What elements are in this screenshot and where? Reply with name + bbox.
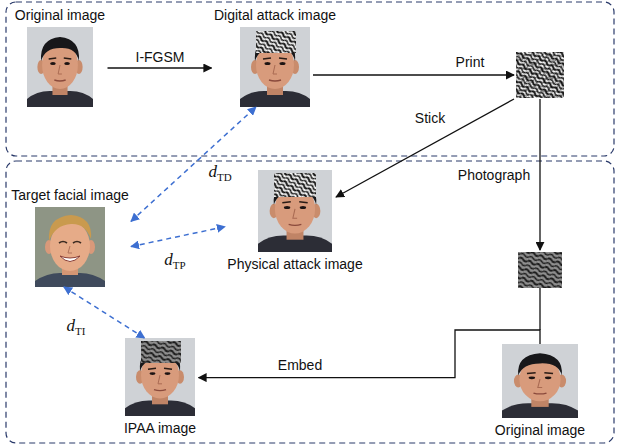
adversarial-patch	[274, 173, 316, 197]
image-slot	[13, 24, 108, 107]
distance-link	[131, 107, 256, 221]
edge-label: dTD	[206, 163, 233, 182]
image-node: Target facial image	[9, 186, 131, 287]
image-caption: Original image	[13, 6, 108, 24]
step-label: Print	[454, 53, 487, 71]
face-photo	[35, 207, 105, 287]
photographed-patch	[518, 252, 562, 288]
image-node: Physical attack image	[225, 170, 365, 273]
stage-frame	[6, 2, 614, 156]
image-slot	[225, 170, 365, 255]
face-photo	[240, 27, 310, 107]
image-caption: Physical attack image	[225, 255, 365, 273]
image-slot	[9, 204, 131, 287]
flow-arrow	[108, 67, 212, 68]
face-photo	[27, 27, 93, 107]
edge-label: dTP	[162, 251, 187, 270]
image-caption: IPAA image	[122, 419, 199, 437]
image-slot	[493, 344, 588, 421]
photograph-arrow	[539, 99, 540, 250]
image-caption: Target facial image	[9, 186, 131, 204]
image-caption: Original image	[493, 421, 588, 439]
step-label: Photograph	[456, 166, 532, 184]
distance-link	[64, 287, 145, 338]
image-caption: Digital attack image	[212, 6, 339, 24]
image-node: Original image	[493, 344, 588, 439]
image-slot	[122, 338, 199, 419]
image-slot	[212, 24, 339, 107]
face-photo	[258, 170, 332, 252]
distance-link	[131, 227, 225, 247]
face-photo	[502, 344, 578, 418]
printed-patch	[516, 52, 564, 98]
step-label: Stick	[413, 109, 447, 127]
edge-label: I-FGSM	[134, 48, 187, 66]
flow-arrow	[199, 330, 541, 378]
adversarial-patch	[141, 341, 181, 363]
image-node: Digital attack image	[212, 6, 339, 107]
face-photo	[125, 338, 195, 416]
stage-frame	[6, 161, 614, 443]
image-node: Original image	[13, 6, 108, 107]
merge-line	[539, 288, 540, 330]
image-node: IPAA image	[122, 338, 199, 437]
printed-patch	[516, 52, 564, 98]
edge-label: Embed	[276, 356, 324, 374]
adversarial-patch	[256, 31, 296, 53]
print-arrow	[313, 74, 514, 75]
edge-label: dTI	[65, 317, 88, 336]
